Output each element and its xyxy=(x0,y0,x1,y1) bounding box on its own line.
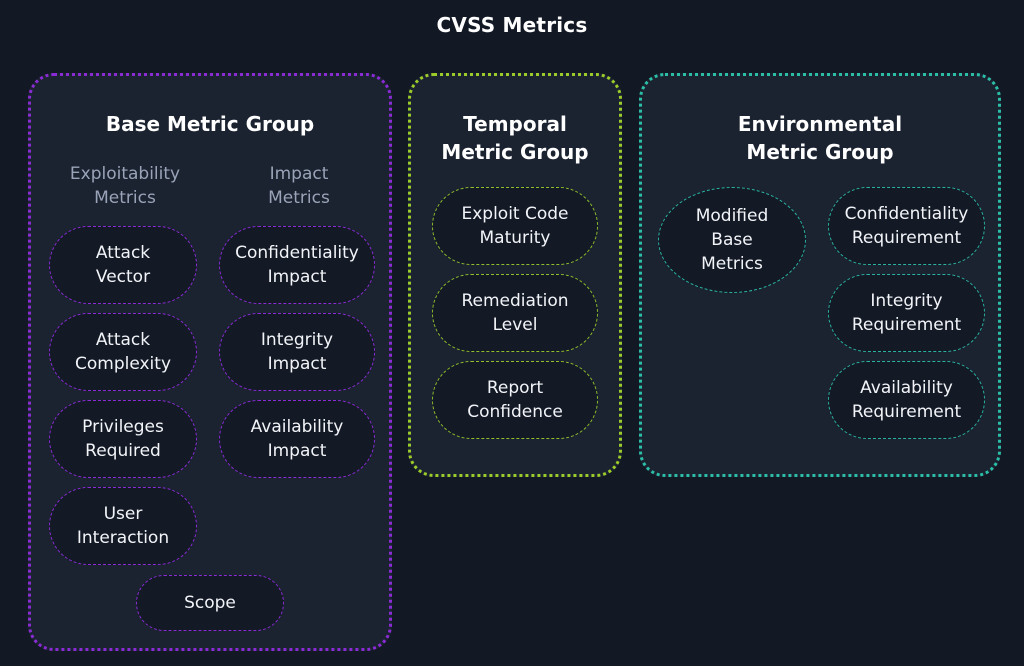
metric-confidentiality-requirement[interactable]: Confidentiality Requirement xyxy=(828,187,985,265)
impact-heading: Impact Metrics xyxy=(268,164,330,208)
diagram-title: CVSS Metrics xyxy=(436,13,588,37)
environmental-group-title: Environmental Metric Group xyxy=(737,112,903,164)
temporal-group-title: Temporal Metric Group xyxy=(441,112,589,164)
metric-report-confidence[interactable]: Report Confidence xyxy=(432,361,598,439)
metric-remediation-level[interactable]: Remediation Level xyxy=(432,274,598,352)
exploitability-heading: Exploitability Metrics xyxy=(69,164,181,208)
metric-availability-impact[interactable]: Availability Impact xyxy=(219,400,375,478)
metric-privileges-required[interactable]: Privileges Required xyxy=(49,400,197,478)
metric-user-interaction[interactable]: User Interaction xyxy=(49,487,197,565)
metric-integrity-impact[interactable]: Integrity Impact xyxy=(219,313,375,391)
metric-attack-complexity[interactable]: Attack Complexity xyxy=(49,313,197,391)
base-group-title: Base Metric Group xyxy=(105,112,315,136)
base-metric-group: Base Metric Group Exploitability Metrics… xyxy=(28,73,392,651)
metric-attack-vector[interactable]: Attack Vector xyxy=(49,226,197,304)
metric-confidentiality-impact[interactable]: Confidentiality Impact xyxy=(219,226,375,304)
metric-modified-base-metrics[interactable]: Modified Base Metrics xyxy=(658,187,806,293)
temporal-metric-group: Temporal Metric Group Exploit Code Matur… xyxy=(408,73,622,477)
metric-integrity-requirement[interactable]: Integrity Requirement xyxy=(828,274,985,352)
metric-scope[interactable]: Scope xyxy=(136,575,284,631)
metric-exploit-code-maturity[interactable]: Exploit Code Maturity xyxy=(432,187,598,265)
metric-availability-requirement[interactable]: Availability Requirement xyxy=(828,361,985,439)
environmental-metric-group: Environmental Metric Group Modified Base… xyxy=(639,73,1001,477)
